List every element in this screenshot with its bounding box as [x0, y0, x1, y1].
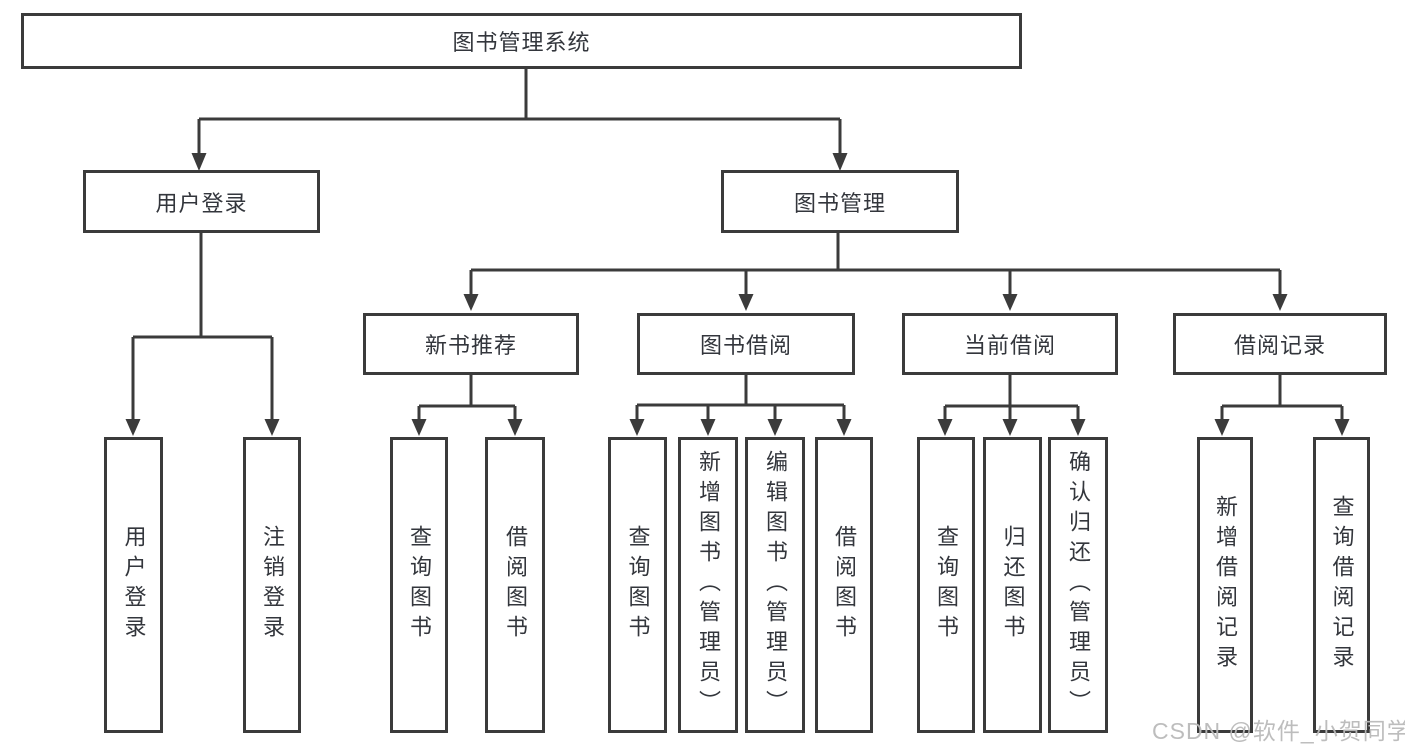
leaf-confirm-return-admin: 确认归还（管理员） — [1048, 437, 1108, 733]
connector-lines — [131, 69, 1344, 421]
node-borrowing-records: 借阅记录 — [1173, 313, 1387, 375]
node-label: 用户登录 — [121, 525, 147, 645]
leaf-edit-book-admin: 编辑图书（管理员） — [745, 437, 805, 733]
leaf-logout: 注销登录 — [243, 437, 301, 733]
arrow-down-icon — [264, 419, 280, 436]
leaf-user-login: 用户登录 — [104, 437, 163, 733]
leaf-query-books-borrowing: 查询图书 — [608, 437, 667, 733]
node-book-borrowing: 图书借阅 — [637, 313, 855, 375]
watermark-text: CSDN @软件_小贺同学 — [1152, 718, 1405, 744]
arrow-down-icon — [1214, 419, 1230, 436]
arrow-down-icon — [507, 419, 523, 436]
arrowhead-icons — [125, 153, 1350, 436]
leaf-query-books-current: 查询图书 — [917, 437, 975, 733]
node-label: 借阅图书 — [832, 525, 857, 645]
leaf-return-books: 归还图书 — [983, 437, 1042, 733]
arrow-down-icon — [191, 153, 207, 171]
node-label: 用户登录 — [155, 190, 248, 216]
arrow-down-icon — [832, 153, 848, 171]
leaf-borrow-books-borrowing: 借阅图书 — [815, 437, 873, 733]
leaf-query-borrow-record: 查询借阅记录 — [1313, 437, 1370, 733]
arrow-down-icon — [411, 419, 427, 436]
node-label: 新增借阅记录 — [1213, 495, 1238, 675]
node-label: 新书推荐 — [424, 333, 517, 358]
node-current-borrowing: 当前借阅 — [902, 313, 1118, 375]
node-label: 确认归还（管理员） — [1066, 450, 1091, 720]
node-label: 归还图书 — [1000, 525, 1026, 645]
node-user-login: 用户登录 — [83, 170, 320, 233]
leaf-add-book-admin: 新增图书（管理员） — [678, 437, 738, 733]
node-label: 图书管理 — [793, 190, 886, 216]
arrow-down-icon — [1070, 419, 1086, 436]
arrow-down-icon — [1002, 419, 1018, 436]
arrow-down-icon — [1272, 294, 1288, 311]
node-label: 注销登录 — [260, 525, 285, 645]
node-label: 查询借阅记录 — [1329, 495, 1355, 675]
arrow-down-icon — [836, 419, 852, 436]
arrow-down-icon — [738, 294, 754, 311]
node-label: 查询图书 — [625, 525, 651, 645]
arrow-down-icon — [700, 419, 716, 436]
arrow-down-icon — [767, 419, 783, 436]
node-label: 图书管理系统 — [452, 30, 591, 55]
leaf-query-books-recommendation: 查询图书 — [390, 437, 448, 733]
node-book-management: 图书管理 — [721, 170, 959, 233]
node-label: 当前借阅 — [963, 333, 1056, 358]
node-label: 查询图书 — [934, 525, 959, 645]
node-label: 借阅图书 — [503, 525, 528, 645]
node-label: 新增图书（管理员） — [696, 450, 721, 720]
node-library-management-system: 图书管理系统 — [21, 13, 1022, 69]
node-label: 借阅记录 — [1233, 333, 1326, 358]
arrow-down-icon — [937, 419, 953, 436]
arrow-down-icon — [125, 419, 141, 436]
arrow-down-icon — [1002, 294, 1018, 311]
leaf-add-borrow-record: 新增借阅记录 — [1197, 437, 1253, 733]
node-label: 编辑图书（管理员） — [763, 450, 788, 720]
node-label: 图书借阅 — [699, 333, 792, 358]
node-label: 查询图书 — [407, 525, 432, 645]
leaf-borrow-books-recommendation: 借阅图书 — [485, 437, 545, 733]
node-new-book-recommendation: 新书推荐 — [363, 313, 579, 375]
arrow-down-icon — [629, 419, 645, 436]
arrow-down-icon — [463, 294, 479, 311]
arrow-down-icon — [1334, 419, 1350, 436]
